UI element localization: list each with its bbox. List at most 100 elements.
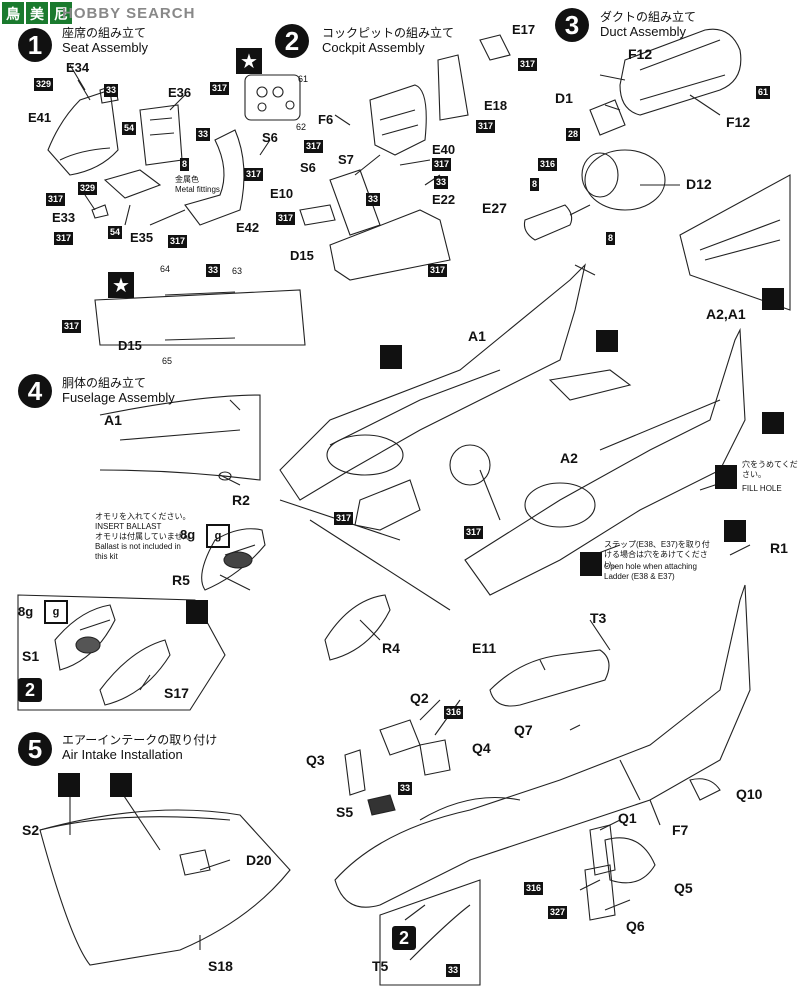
part-label: S2 [22,822,40,838]
part-label: S6 [300,160,316,175]
nose-detail-a1 [99,394,261,481]
star-icon: ★ [108,272,134,298]
part-label: F6 [318,112,334,127]
tail-detail-inset [679,174,791,311]
part-q6 [584,864,616,921]
color-code: 317 [464,526,484,539]
watermark-text: HOBBY SEARCH [62,5,196,22]
fuselage-half-a1 [279,263,586,501]
step-2-title-en: Cockpit Assembly [322,40,425,55]
svg-text:尼: 尼 [54,7,68,23]
seat-cushion-e36 [139,104,183,166]
weight-label: 8g [180,527,196,542]
step-3-title-en: Duct Assembly [600,24,686,39]
part-e17 [479,34,511,61]
color-code: 33 [196,128,211,141]
part-label: Q3 [306,752,325,768]
part-label: E11 [472,640,497,656]
seat-shell-e41 [47,89,119,176]
part-label: Q2 [410,690,429,706]
part-label: D20 [246,852,272,868]
cockpit-top-view-d15 [94,289,306,346]
drill-symbol-icon [58,773,80,797]
color-code: 317 [244,168,264,181]
note-metal-en: Metal fittings [175,185,220,194]
part-s5 [367,794,396,816]
ejection-seat-e18 [369,84,427,156]
paint-symbol-icon [724,520,746,542]
step-5-title-jp: エアーインテークの取り付け [62,733,218,747]
part-label: Q10 [736,786,763,802]
seat-frame-e42 [184,129,245,226]
part-label: R5 [172,572,190,588]
part-label: A2 [560,450,578,466]
part-label: E41 [28,110,52,125]
note-ladder-jp: ステップ(E38、E37)を取り付ける場合は穴をあけてください。 [604,540,710,569]
fuel-tank-t3 [489,649,610,707]
fuselage-half-a2 [464,327,746,596]
svg-text:鳥: 鳥 [6,6,20,23]
note-ballast-jp: オモリを入れてください。 [95,512,191,521]
color-code: 28 [566,128,581,141]
part-label: E42 [236,220,260,235]
part-label: E33 [52,210,76,225]
color-code: 316 [538,158,558,171]
seat-base-e35 [103,169,162,199]
part-label: R4 [382,640,400,656]
step-2-title-jp: コックピットの組み立て [322,26,455,40]
part-d20 [179,849,211,876]
step-5-badge: 5 [18,732,52,766]
color-code: 8 [530,178,540,191]
part-label: R1 [770,540,788,556]
part-label: E40 [432,142,456,157]
color-code: 329 [34,78,54,91]
color-code: 33 [206,264,221,277]
part-label: Q7 [514,722,533,738]
weight-label: 8g [18,604,34,619]
color-code: 317 [62,320,82,333]
color-code-plain: 65 [162,356,173,366]
duct-tube-e27 [523,204,573,241]
part-label: S17 [164,685,189,701]
hole-symbol-icon [715,465,737,489]
gear-bay-a1 [548,369,632,401]
watermark-logo: 鳥 美 尼 [0,0,160,28]
note-fill-hole-en: FILL HOLE [742,484,782,493]
part-label: D1 [555,90,573,106]
color-code: 317 [428,264,448,277]
inset-frame-t5 [379,879,481,986]
cockpit-tub-d15 [329,209,451,281]
duct-cone-d12 [584,149,666,211]
part-e10 [299,204,336,226]
drill-symbol-icon [110,773,132,797]
part-q2 [379,719,421,756]
color-code: 317 [432,158,452,171]
color-code: 317 [476,120,496,133]
part-label: D12 [686,176,712,192]
part-label: E27 [482,200,507,216]
part-label: E22 [432,192,456,207]
part-q4 [419,739,451,776]
hole-symbol-icon [380,345,402,369]
color-code-plain: 63 [232,266,243,276]
color-code-plain: 61 [298,74,309,84]
airframe-assembled [334,584,751,908]
nose-s1 [54,604,116,671]
color-code: 317 [304,140,324,153]
step-3-title-jp: ダクトの組み立て [600,10,697,24]
color-code: 317 [210,82,230,95]
color-code: 317 [168,235,188,248]
svg-text:美: 美 [30,6,45,23]
color-code: 316 [524,882,544,895]
part-label: F12 [726,114,751,130]
seat-installed [354,479,421,531]
weight-icon: g [44,600,68,624]
part-label: E34 [66,60,90,75]
part-label: R2 [232,492,250,508]
color-code: 8 [180,158,190,171]
part-label: E10 [270,186,294,201]
intake-ring [449,444,491,486]
part-label: F12 [628,46,653,62]
color-code: 61 [756,86,771,99]
drill-symbol-icon [580,552,602,576]
